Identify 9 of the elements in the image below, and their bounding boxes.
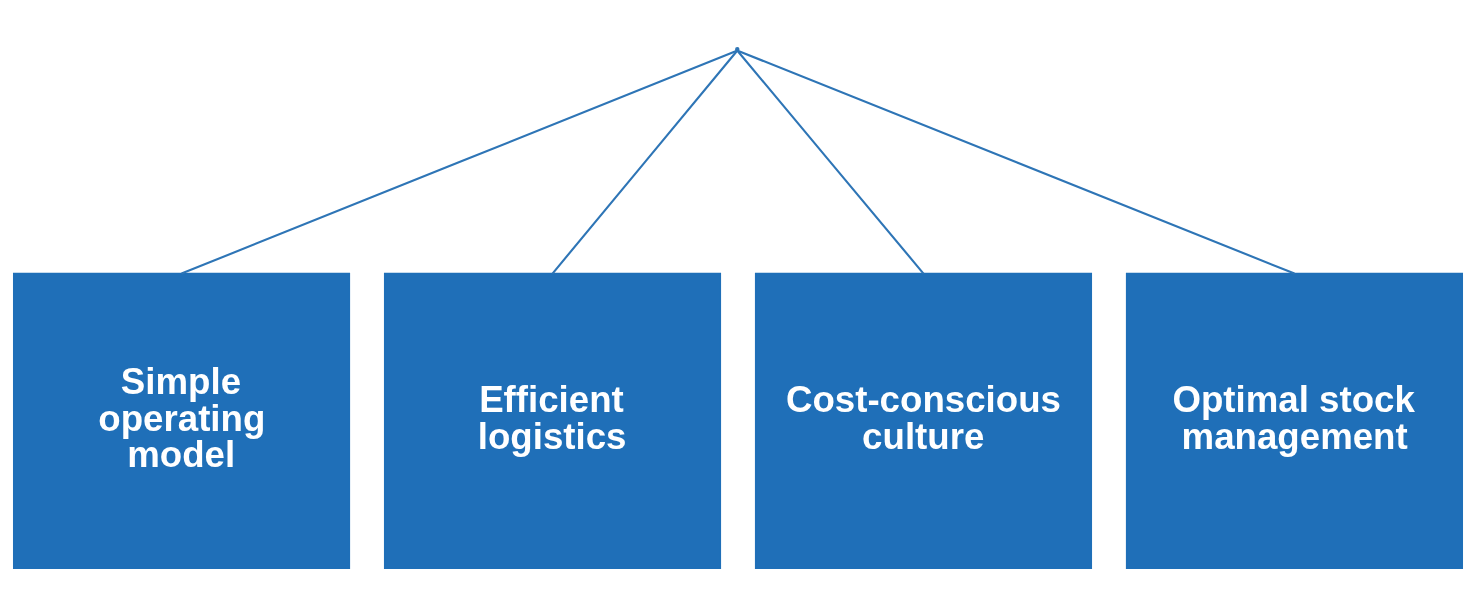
node-box: Efficient logistics <box>383 272 722 570</box>
node-box: Simple operating model <box>13 272 351 570</box>
node-box: Optimal stock management <box>1125 272 1463 570</box>
node-point <box>735 46 740 52</box>
node-box: Cost-conscious culture <box>754 272 1093 570</box>
connector <box>551 50 738 275</box>
connector <box>736 50 925 275</box>
connector <box>737 49 1295 275</box>
connector <box>181 49 738 275</box>
